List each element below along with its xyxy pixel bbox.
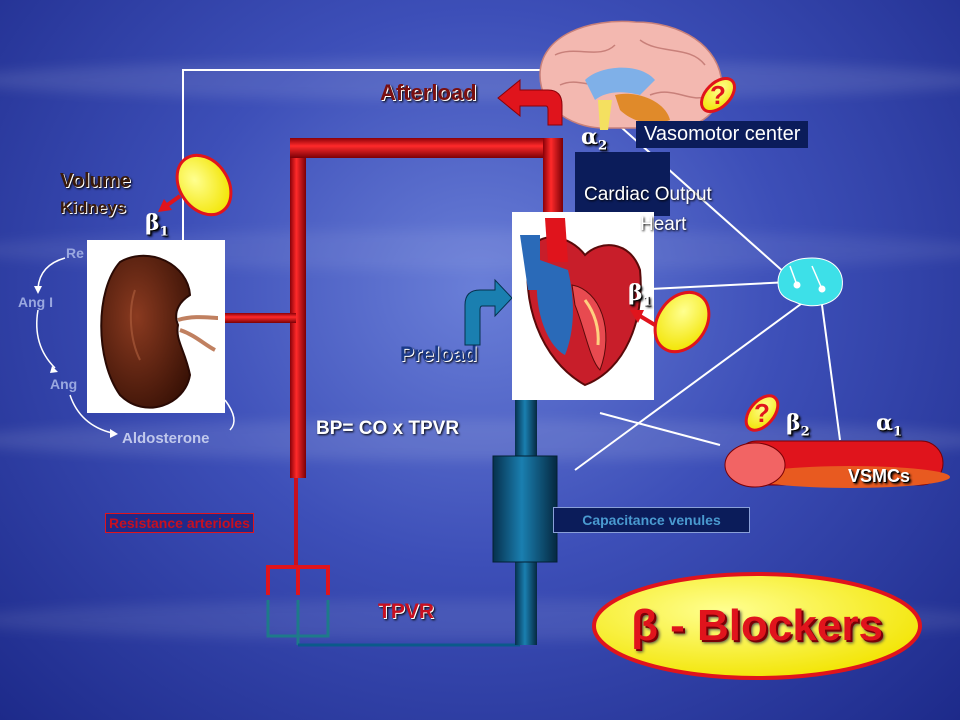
blocker-ellipse-kidney [175,153,233,217]
afterload-arrow [497,78,563,126]
preload-arrow [464,278,513,346]
afterload-label: Afterload [380,80,477,105]
ganglion-to-venules-line [574,289,821,471]
beta-blockers-title: β - Blockers [631,601,883,650]
capillary-fork [266,600,330,638]
vsmc-vessel [724,440,950,488]
brain-illustration [539,20,723,130]
ganglion-node [777,257,843,307]
preload-label: Preload [400,343,478,366]
heart-label: Heart [640,214,687,235]
renin-label: Re [66,245,84,261]
cardiac-output-label: Cardiac Output [584,184,712,205]
renal-artery [216,313,296,323]
question-ellipse-brain [700,77,736,113]
capacitance-reservoir [492,455,558,563]
artery-vertical-left [290,158,306,478]
question-ellipse-vsmc [744,394,780,432]
title-ellipse [592,572,922,680]
kidney-illustration [100,254,219,409]
vsmcs-label: VSMCs [848,466,911,486]
beta2-receptor-label: β2 [786,410,810,440]
artery-descending-thin [294,478,298,568]
vasomotor-center-label: Vasomotor center [636,121,809,148]
beta1-heart-receptor-label: β1 [628,280,652,310]
blocker-arrows [158,194,657,327]
aorta-horizontal [290,138,562,158]
question-mark-vsmc: ? [754,398,770,428]
cardiac-output-box [575,152,670,216]
kidneys-label: Kidneys [60,198,127,217]
aldosterone-label: Aldosterone [122,430,210,447]
alpha1-receptor-label: α1 [876,410,903,440]
beta1-kidney-receptor-label: β1 [145,210,169,240]
ang-ii-label: Ang [50,376,78,392]
tpvr-label: TPVR [378,600,435,623]
raas-arrows [34,257,235,438]
background-wave [0,60,960,100]
ang-i-label: Ang I [18,294,53,310]
arteriole-fork [266,565,330,595]
question-mark-brain: ? [710,80,726,110]
resistance-arterioles-label: Resistance arterioles [105,513,254,533]
alpha2-receptor-label: α2 [581,124,608,154]
heart-illustration [520,218,642,387]
heart-to-vsmc-line [599,412,721,446]
ganglion-to-vsmc-line [819,289,841,441]
volume-label: Volume [60,170,131,192]
bp-formula-label: BP= CO x TPVR [316,418,460,439]
ganglion-to-heart-line [629,281,791,291]
blocker-ellipse-heart [653,290,711,354]
capacitance-venules-label: Capacitance venules [553,507,750,533]
